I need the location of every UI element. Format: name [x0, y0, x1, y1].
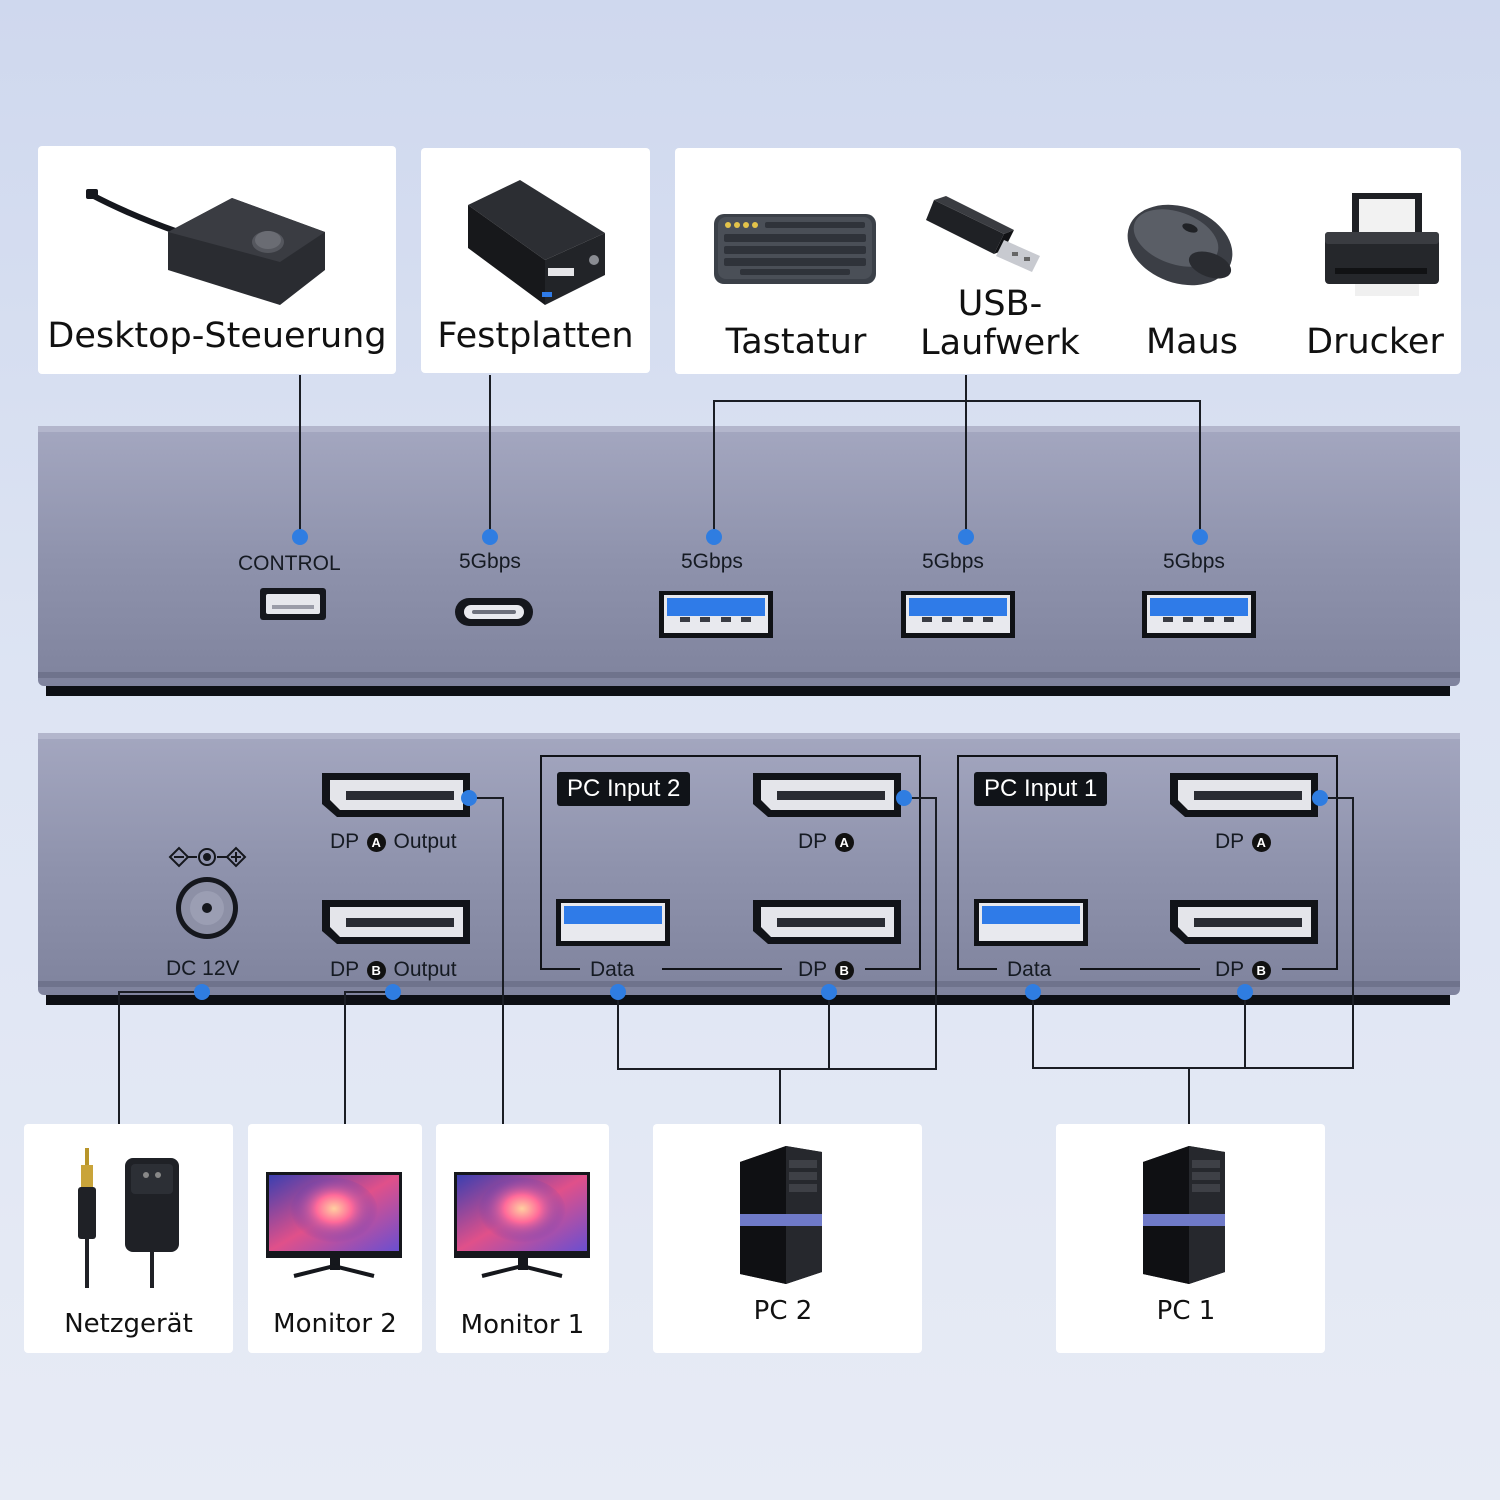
letter-a-badge: A — [366, 833, 386, 852]
label-usb-a2-speed: 5Gbps — [922, 550, 984, 573]
desktop-control-switch-icon — [86, 189, 325, 305]
pc2-data-usb-port — [556, 899, 670, 946]
label-dp-b-output-prefix: DP — [330, 958, 359, 981]
label-pc-2: PC 2 — [753, 1296, 813, 1326]
letter-b-badge: B — [366, 961, 386, 980]
polarity-icon — [168, 846, 247, 868]
label-dp-a-output-suffix: Output — [393, 830, 457, 853]
label-pc1-dp-a: DP A — [1215, 830, 1273, 854]
label-pc1-dp-b: DP B — [1215, 958, 1273, 982]
label-hard-drives: Festplatten — [437, 316, 634, 356]
pc1-dp-b-port — [1170, 900, 1318, 944]
label-monitor-2: Monitor 2 — [273, 1309, 397, 1339]
dc-jack — [176, 877, 238, 939]
label-monitor-1: Monitor 1 — [460, 1310, 585, 1340]
label-pc-1: PC 1 — [1156, 1296, 1216, 1326]
usb-c-port — [455, 598, 533, 626]
label-dp-a-output: DP A Output — [330, 830, 457, 854]
label-mouse: Maus — [1145, 322, 1239, 362]
label-keyboard: Tastatur — [725, 322, 867, 362]
pc2-dp-b-port — [753, 900, 901, 944]
usb-a-port-3 — [1142, 591, 1256, 638]
monitor-2-icon — [266, 1172, 402, 1278]
dp-b-output-port — [322, 900, 470, 944]
label-pc1-data: Data — [1007, 958, 1052, 981]
pc2-dp-a-port — [753, 773, 901, 817]
label-pc2-data: Data — [590, 958, 635, 981]
letter-b-badge: B — [834, 961, 854, 980]
label-power-supply: Netzgerät — [64, 1309, 193, 1339]
label-dp-a-output-prefix: DP — [330, 830, 359, 853]
label-usb-drive-line2: Laufwerk — [920, 323, 1080, 363]
power-adapter-icon — [78, 1148, 179, 1288]
label-usb-a3-speed: 5Gbps — [1163, 550, 1225, 573]
letter-a-badge: A — [1251, 833, 1271, 852]
label-dp-b-output: DP B Output — [330, 958, 457, 982]
mini-usb-port — [260, 588, 326, 620]
usb-a-port-2 — [901, 591, 1015, 638]
pc-input-1-frame — [957, 755, 1338, 970]
label-desktop-control: Desktop-Steuerung — [47, 316, 387, 356]
letter-a-badge: A — [834, 833, 854, 852]
printer-icon — [1325, 193, 1439, 296]
label-printer: Drucker — [1306, 322, 1444, 362]
label-pc2-dp-a-prefix: DP — [798, 830, 827, 853]
mouse-icon — [1127, 204, 1233, 286]
usb-flash-drive-icon — [926, 196, 1040, 272]
dp-a-output-port — [322, 773, 470, 817]
monitor-1-icon — [454, 1172, 590, 1278]
label-usb-drive-line1: USB- — [957, 284, 1043, 324]
connector-lines — [118, 375, 1354, 1124]
label-pc1-dp-b-prefix: DP — [1215, 958, 1244, 981]
front-device-body — [38, 426, 1460, 696]
keyboard-icon — [714, 214, 876, 284]
letter-b-badge: B — [1251, 961, 1271, 980]
pc-input-2-frame — [540, 755, 921, 970]
connection-dots — [194, 529, 1328, 1000]
label-usb-a1-speed: 5Gbps — [681, 550, 743, 573]
pc-input-2-title: PC Input 2 — [557, 772, 691, 806]
pc-2-tower-icon — [740, 1146, 822, 1284]
label-pc2-dp-b-prefix: DP — [798, 958, 827, 981]
label-pc2-dp-a: DP A — [798, 830, 856, 854]
label-dp-b-output-suffix: Output — [393, 958, 457, 981]
label-pc1-dp-a-prefix: DP — [1215, 830, 1244, 853]
label-control: CONTROL — [238, 552, 341, 575]
pc1-dp-a-port — [1170, 773, 1318, 817]
pc1-data-usb-port — [974, 899, 1088, 946]
label-pc2-dp-b: DP B — [798, 958, 856, 982]
pc-input-1-title: PC Input 1 — [974, 772, 1108, 806]
pc-1-tower-icon — [1143, 1146, 1225, 1284]
hard-drive-enclosure-icon — [468, 180, 605, 305]
label-dc-12v: DC 12V — [166, 957, 240, 980]
label-usb-c-speed: 5Gbps — [459, 550, 521, 573]
usb-a-port-1 — [659, 591, 773, 638]
